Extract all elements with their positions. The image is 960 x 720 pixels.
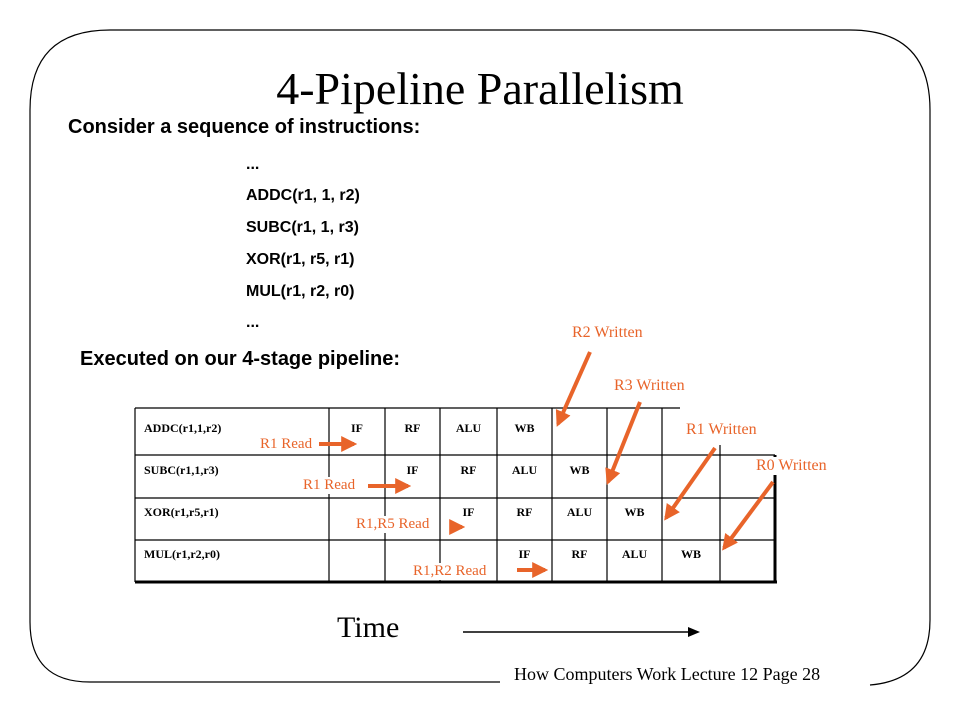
- write-annotation: R2 Written: [568, 324, 647, 342]
- instruction-line: SUBC(r1, 1, r3): [246, 219, 359, 236]
- instruction-line: XOR(r1, r5, r1): [246, 251, 355, 268]
- stage-cell: IF: [406, 463, 419, 477]
- stage-cell: ALU: [621, 547, 648, 561]
- stage-cell: WB: [569, 463, 590, 477]
- instruction-line: ...: [246, 156, 260, 173]
- stage-cell: IF: [462, 505, 475, 519]
- read-annotation: R1,R5 Read: [352, 516, 434, 533]
- write-arrow: [722, 480, 775, 551]
- stage-cell: WB: [680, 547, 701, 561]
- write-arrow: [555, 351, 592, 427]
- instruction-line: MUL(r1, r2, r0): [246, 283, 355, 300]
- write-annotation: R0 Written: [752, 457, 831, 475]
- stage-cell: RF: [571, 547, 588, 561]
- stage-cell: ALU: [566, 505, 593, 519]
- write-arrow: [605, 401, 642, 485]
- write-arrow: [664, 446, 717, 521]
- write-annotation: R1 Written: [682, 421, 761, 439]
- stage-cell: RF: [404, 421, 421, 435]
- slide-title: 4-Pipeline Parallelism: [276, 63, 684, 114]
- instruction-line: ...: [246, 314, 260, 331]
- stage-cell: ALU: [455, 421, 482, 435]
- slide-footer: How Computers Work Lecture 12 Page 28: [514, 664, 821, 684]
- stage-cell: WB: [624, 505, 645, 519]
- stage-cell: RF: [516, 505, 533, 519]
- read-annotation: R1,R2 Read: [409, 563, 491, 580]
- stage-cell: WB: [514, 421, 535, 435]
- pipeline-heading: Executed on our 4-stage pipeline:: [80, 348, 401, 370]
- pipeline-row-label: SUBC(r1,1,r3): [144, 463, 219, 477]
- pipeline-row-label: MUL(r1,r2,r0): [144, 547, 220, 561]
- stage-cell: IF: [518, 547, 531, 561]
- read-annotation: R1 Read: [299, 477, 360, 494]
- stage-cell: ALU: [511, 463, 538, 477]
- time-label: Time: [337, 611, 400, 644]
- stage-cell: IF: [351, 421, 363, 435]
- pipeline-row-label: XOR(r1,r5,r1): [144, 505, 219, 519]
- instruction-line: ADDC(r1, 1, r2): [246, 187, 360, 204]
- pipeline-row-label: ADDC(r1,1,r2): [144, 421, 222, 435]
- intro-text: Consider a sequence of instructions:: [68, 116, 421, 138]
- stage-cell: RF: [460, 463, 477, 477]
- read-annotation: R1 Read: [256, 436, 317, 453]
- write-annotation: R3 Written: [610, 377, 689, 395]
